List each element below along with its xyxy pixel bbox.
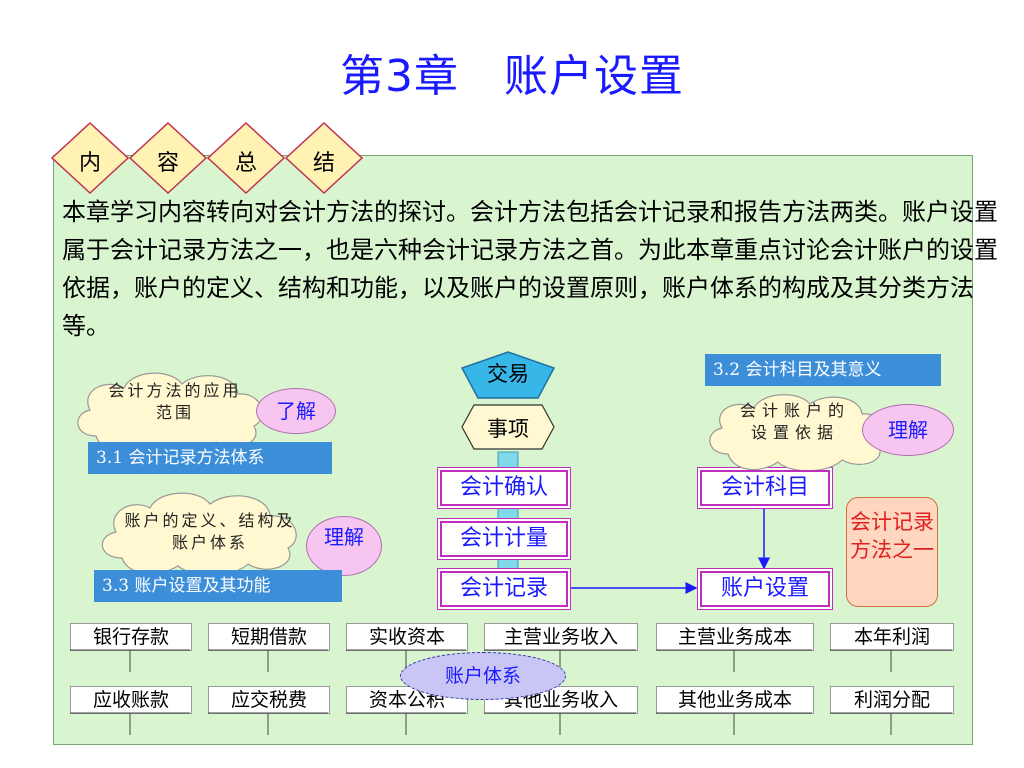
measure-box: 会计计量 bbox=[440, 521, 568, 557]
setup-box: 账户设置 bbox=[700, 571, 830, 607]
cloud-32-text: 会计账户的设置依据 bbox=[739, 401, 850, 442]
section-32-label[interactable]: 3.2 会计科目及其意义 bbox=[705, 354, 941, 386]
method-note: 会计记录方法之一 bbox=[846, 497, 938, 607]
account-row1-1: 银行存款 bbox=[70, 623, 192, 651]
tab-diamonds bbox=[50, 121, 364, 195]
flow-link-1 bbox=[497, 451, 519, 469]
section-33-label[interactable]: 3.3 账户设置及其功能 bbox=[94, 570, 342, 602]
account-row1-2: 短期借款 bbox=[208, 623, 330, 651]
account-row2-3: 资本公积 bbox=[346, 686, 468, 714]
account-row1-4: 主营业务收入 bbox=[484, 623, 638, 651]
tab-4[interactable]: 结 bbox=[312, 151, 335, 176]
tab-diamond-2 bbox=[128, 121, 208, 195]
account-row2-1: 应收账款 bbox=[70, 686, 192, 714]
account-row2-6: 利润分配 bbox=[830, 686, 954, 714]
tab-diamond-1 bbox=[50, 121, 130, 195]
page-title: 第3章 账户设置 bbox=[340, 51, 684, 102]
section-31-label[interactable]: 3.1 会计记录方法体系 bbox=[88, 442, 332, 474]
cloud-32-icon bbox=[709, 394, 886, 470]
tab-2[interactable]: 容 bbox=[156, 151, 179, 176]
badge-31: 了解 bbox=[256, 388, 336, 434]
tab-1[interactable]: 内 bbox=[78, 151, 101, 176]
tab-diamond-4 bbox=[284, 121, 364, 195]
account-row2-2: 应交税费 bbox=[208, 686, 330, 714]
tab-3[interactable]: 总 bbox=[234, 151, 257, 176]
event-hexagon bbox=[461, 404, 555, 450]
intro-paragraph: 本章学习内容转向对会计方法的探讨。会计方法包括会计记录和报告方法两类。账户设置属… bbox=[62, 198, 998, 340]
account-row1-3: 实收资本 bbox=[346, 623, 468, 651]
confirm-box: 会计确认 bbox=[440, 470, 568, 506]
account-row2-5: 其他业务成本 bbox=[656, 686, 814, 714]
account-row1-6: 本年利润 bbox=[830, 623, 954, 651]
badge-33: 理解 bbox=[306, 516, 382, 576]
event-bottom-label: 事项 bbox=[487, 417, 529, 441]
tab-diamond-3 bbox=[206, 121, 286, 195]
event-top-label: 交易 bbox=[487, 362, 529, 386]
subject-box: 会计科目 bbox=[700, 470, 830, 506]
cloud-31-text: 会计方法的应用范围 bbox=[108, 381, 242, 422]
account-row1-5: 主营业务成本 bbox=[656, 623, 814, 651]
badge-32: 理解 bbox=[862, 404, 954, 456]
record-box: 会计记录 bbox=[440, 571, 568, 607]
cloud-33-text: 账户的定义、结构及账户体系 bbox=[124, 511, 296, 552]
event-pentagon bbox=[460, 351, 556, 399]
account-system-oval: 账户体系 bbox=[400, 652, 566, 700]
